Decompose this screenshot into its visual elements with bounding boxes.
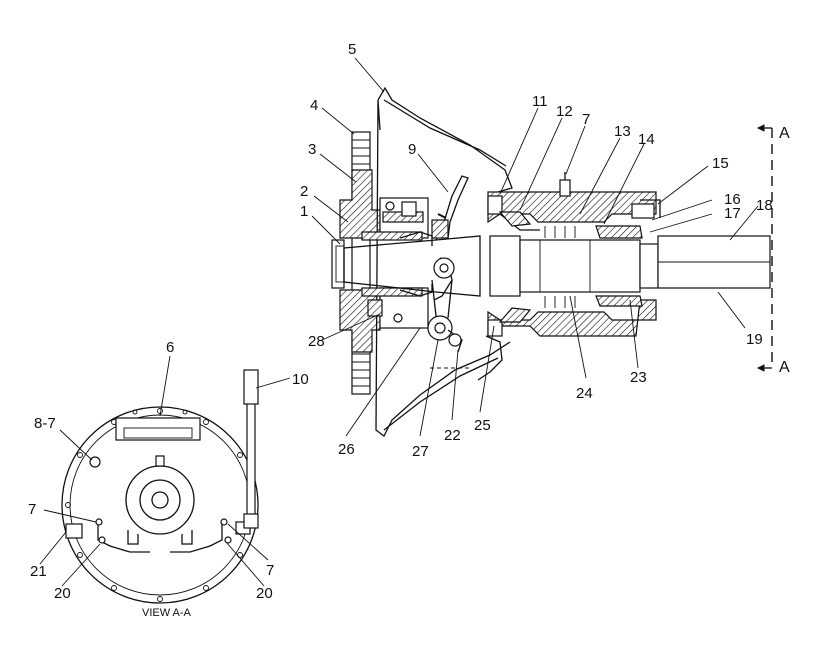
section-label-top: A: [779, 125, 790, 142]
callout-3: 3: [308, 141, 316, 158]
callout-1: 1: [300, 203, 308, 220]
callouts: 1 2 3 4 5 6 7 7 7 8-7 9 10 11 12 13 14 1…: [28, 41, 773, 602]
callout-15: 15: [712, 155, 729, 172]
section-line: A A: [756, 124, 790, 376]
section-label-bottom: A: [779, 359, 790, 376]
callout-17: 17: [724, 205, 741, 222]
callout-16: 16: [724, 191, 741, 208]
release-fork: [427, 175, 469, 353]
callout-9: 9: [408, 141, 416, 158]
callout-22: 22: [444, 427, 461, 444]
clutch-disc-lower: [361, 287, 423, 297]
callout-28: 28: [308, 333, 325, 350]
callout-20-left: 20: [54, 585, 71, 602]
callout-4: 4: [310, 97, 318, 114]
gear-case-upper: [487, 172, 661, 239]
callout-26: 26: [338, 441, 355, 458]
callout-6: 6: [166, 339, 174, 356]
section-view: [331, 86, 771, 437]
callout-21: 21: [30, 563, 47, 580]
callout-14: 14: [638, 131, 655, 148]
gear-case-lower: [487, 295, 657, 338]
callout-18: 18: [756, 197, 773, 214]
callout-10: 10: [292, 371, 309, 388]
end-view-a-a: [61, 369, 259, 604]
view-label: VIEW A-A: [142, 607, 192, 619]
callout-7-section: 7: [582, 111, 590, 128]
callout-8-7: 8-7: [34, 415, 56, 432]
pilot-bearing: [331, 239, 345, 289]
callout-23: 23: [630, 369, 647, 386]
callout-5: 5: [348, 41, 356, 58]
callout-12: 12: [556, 103, 573, 120]
callout-2: 2: [300, 183, 308, 200]
clutch-disc-upper: [361, 231, 423, 241]
callout-19: 19: [746, 331, 763, 348]
flywheel-lower: [339, 289, 381, 353]
bearing-rollers: [544, 226, 576, 308]
callout-7-left: 7: [28, 501, 36, 518]
callout-20-right: 20: [256, 585, 273, 602]
callout-11: 11: [532, 93, 548, 110]
output-shaft: [489, 235, 771, 297]
flywheel-housing: [375, 86, 513, 437]
callout-7-right: 7: [266, 562, 274, 579]
callout-24: 24: [576, 385, 593, 402]
callout-25: 25: [474, 417, 491, 434]
callout-27: 27: [412, 443, 429, 460]
leader-lines: [39, 57, 759, 587]
flywheel-upper: [339, 169, 381, 239]
callout-13: 13: [614, 123, 631, 140]
